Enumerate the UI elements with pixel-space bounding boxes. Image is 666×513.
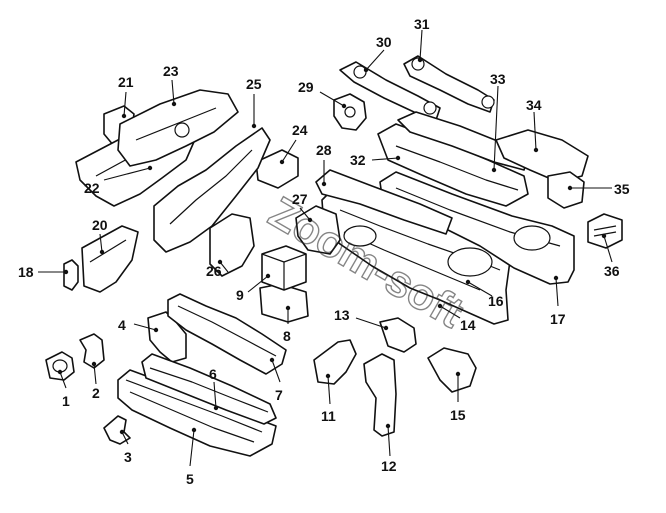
part-7-front-panel <box>167 293 287 375</box>
part-27-panel <box>295 205 341 255</box>
callout-26: 26 <box>206 263 222 279</box>
callout-17: 17 <box>550 311 566 327</box>
part-9-battery <box>261 245 307 291</box>
part-24-bracket <box>255 149 299 189</box>
callout-3: 3 <box>124 449 132 465</box>
part-17-dash-panel <box>379 171 575 285</box>
part-30-linkage <box>339 61 441 121</box>
leader-lines <box>38 29 613 467</box>
part-32-cowl-panel <box>377 123 529 207</box>
part-29-actuator <box>333 93 367 131</box>
callout-15: 15 <box>450 407 466 423</box>
part-16-firewall <box>321 181 513 325</box>
part-12-strut <box>363 353 397 437</box>
part-15-mount <box>427 347 477 393</box>
callout-20: 20 <box>92 217 108 233</box>
part-1-mount <box>45 351 75 381</box>
part-35-bracket <box>547 171 585 209</box>
callout-22: 22 <box>84 180 100 196</box>
callout-36: 36 <box>604 263 620 279</box>
part-34-bracket <box>495 129 589 183</box>
callout-5: 5 <box>186 471 194 487</box>
part-23-apron <box>117 89 239 167</box>
callout-12: 12 <box>381 458 397 474</box>
callout-33: 33 <box>490 71 506 87</box>
callout-35: 35 <box>614 181 630 197</box>
callout-34: 34 <box>526 97 542 113</box>
callout-13: 13 <box>334 307 350 323</box>
callout-labels: 1 2 3 4 5 6 7 8 9 11 12 13 14 15 16 17 1… <box>18 16 630 487</box>
callout-14: 14 <box>460 317 476 333</box>
callout-18: 18 <box>18 264 34 280</box>
callout-2: 2 <box>92 385 100 401</box>
part-31-linkage <box>403 55 495 113</box>
part-3-hook <box>103 415 131 445</box>
callout-29: 29 <box>298 79 314 95</box>
part-20-bracket <box>81 225 139 293</box>
callout-16: 16 <box>488 293 504 309</box>
callout-11: 11 <box>321 408 336 424</box>
callout-24: 24 <box>292 122 308 138</box>
callout-21: 21 <box>118 74 134 90</box>
part-36-box <box>587 213 623 249</box>
callout-9: 9 <box>236 287 244 303</box>
part-11-bracket <box>313 339 357 385</box>
leader-dots <box>57 57 607 435</box>
part-2-bracket <box>79 333 105 369</box>
part-13-bracket <box>379 317 417 353</box>
callout-4: 4 <box>118 317 126 333</box>
part-5-crossmember <box>117 369 277 457</box>
part-18-bracket <box>63 259 79 291</box>
callout-31: 31 <box>414 16 430 32</box>
callout-7: 7 <box>275 387 283 403</box>
callout-6: 6 <box>209 366 217 382</box>
part-25-fender <box>153 127 271 253</box>
callout-25: 25 <box>246 76 262 92</box>
callout-32: 32 <box>350 152 366 168</box>
callout-8: 8 <box>283 328 291 344</box>
callout-1: 1 <box>62 393 70 409</box>
callout-28: 28 <box>316 142 332 158</box>
part-28-cowl <box>315 169 453 235</box>
part-6-crossmember <box>141 353 277 425</box>
callout-30: 30 <box>376 34 392 50</box>
callout-27: 27 <box>292 191 308 207</box>
callout-23: 23 <box>163 63 179 79</box>
